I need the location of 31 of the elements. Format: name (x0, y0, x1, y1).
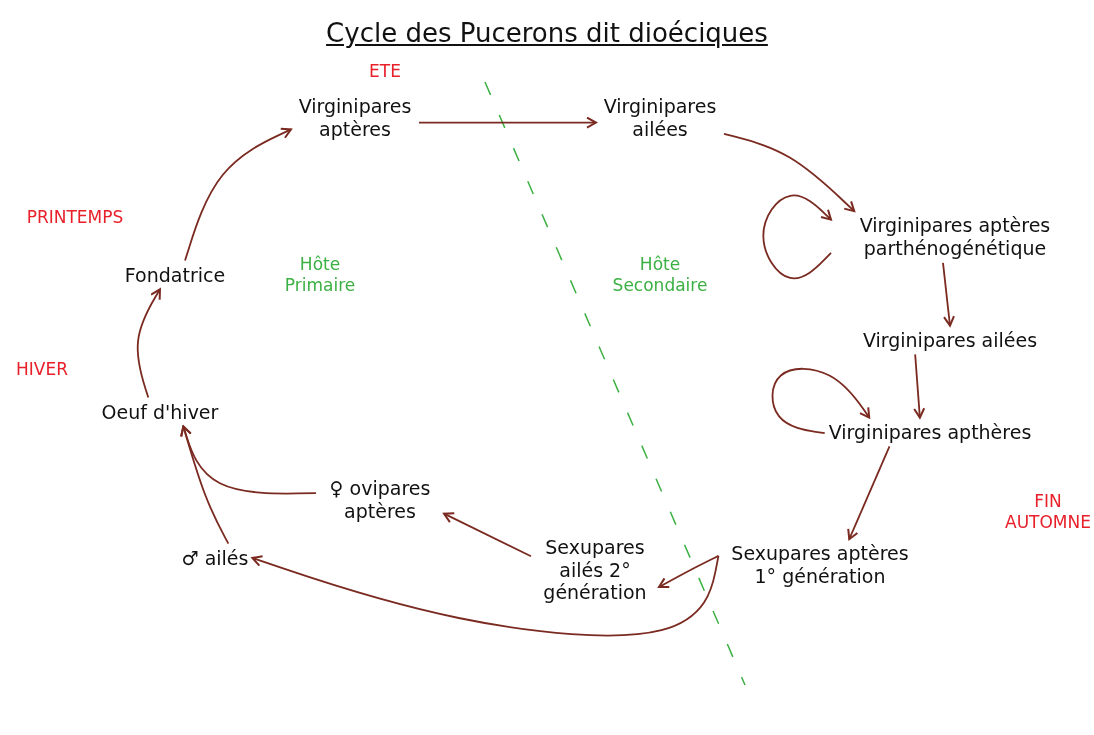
stage-label: Virginipares aptères (295, 95, 415, 141)
arrow (180, 425, 230, 545)
arrow (762, 194, 832, 280)
arrow (251, 555, 720, 637)
diagram-title: Cycle des Pucerons dit dioéciques (326, 18, 768, 48)
stage-label: ♀ ovipares aptères (320, 477, 440, 523)
stage-label: Oeuf d'hiver (101, 400, 219, 424)
stage-label: ♂ ailés (181, 546, 249, 570)
arrow (184, 127, 292, 262)
stage-label: Virginipares ailées (862, 328, 1038, 352)
season-label: ETE (369, 61, 401, 83)
stage-label: Fondatrice (124, 263, 226, 287)
arrow (723, 133, 856, 213)
host-label: Hôte Primaire (283, 253, 357, 297)
arrow (771, 367, 871, 435)
arrow (942, 261, 955, 327)
season-label: FIN AUTOMNE (1004, 490, 1092, 534)
arrow (658, 555, 720, 589)
stage-label: Virginipares ailées (600, 95, 720, 141)
stage-label: Virginipares aptères parthénogénétique (835, 214, 1075, 260)
arrow (443, 512, 532, 558)
arrow (847, 445, 891, 541)
season-label: PRINTEMPS (26, 207, 124, 229)
season-label: HIVER (16, 359, 68, 381)
arrow (913, 353, 926, 419)
stage-label: Virginipares apthères (828, 420, 1032, 444)
host-label: Hôte Secondaire (611, 253, 709, 297)
stage-label: Sexupares aptères 1° génération (722, 542, 918, 588)
arrow (136, 288, 161, 399)
stage-label: Sexupares ailés 2° génération (535, 535, 655, 605)
arrow (418, 116, 597, 129)
